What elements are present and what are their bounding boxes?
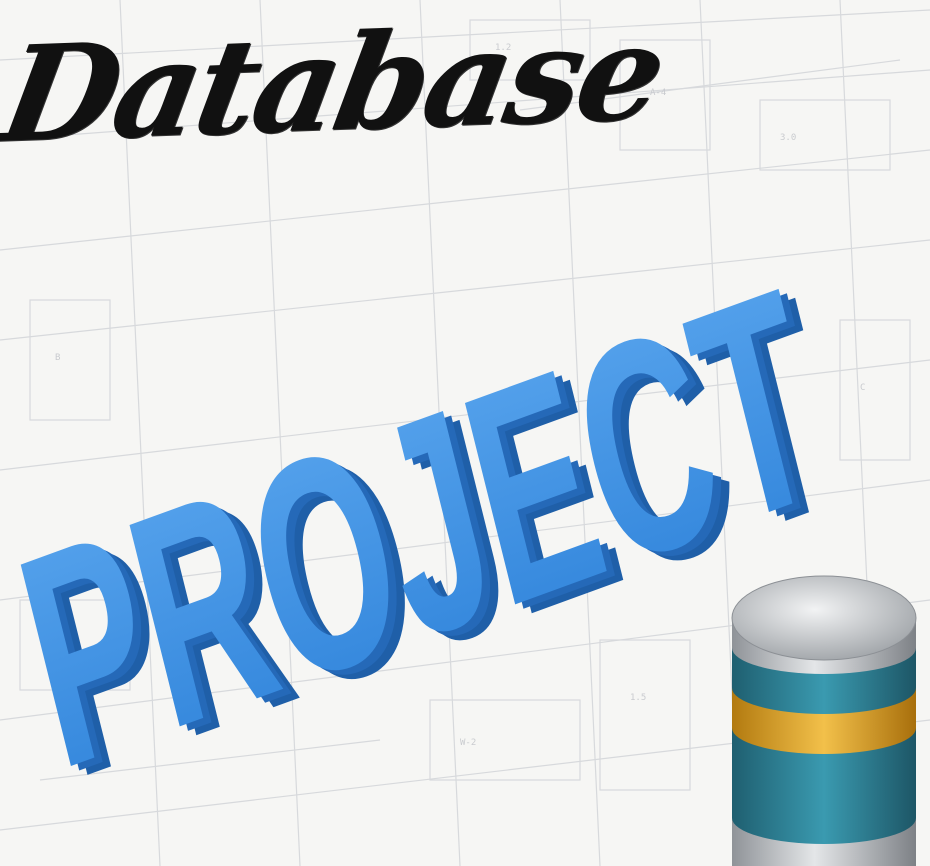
database-cylinder-icon [731,575,917,866]
svg-text:A-4: A-4 [650,88,666,98]
project-3d-text: PROJECT PROJECT PROJECT [0,225,863,841]
svg-text:B: B [55,353,60,363]
database-script-title: Database [0,0,674,173]
svg-text:1.2: 1.2 [495,43,511,53]
svg-text:W-2: W-2 [460,738,476,748]
project-block-lettering: PROJECT PROJECT PROJECT [0,210,930,841]
svg-text:1.5: 1.5 [630,693,646,703]
svg-text:C: C [860,383,865,393]
svg-text:3.0: 3.0 [780,133,796,143]
